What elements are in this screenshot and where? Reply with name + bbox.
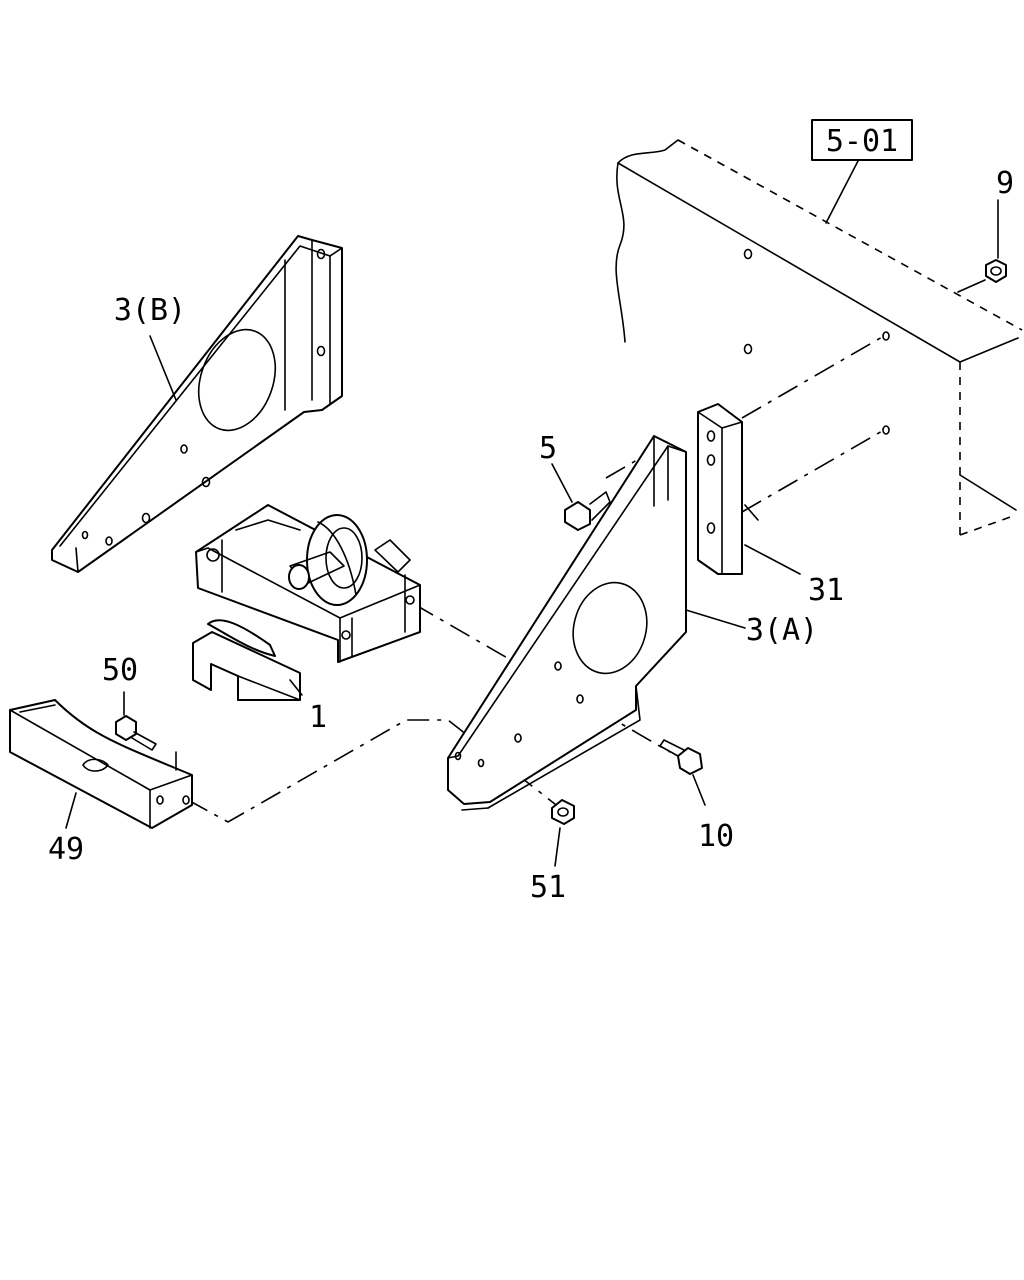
bracket-3b — [51, 235, 343, 573]
frame-rail — [615, 139, 1023, 536]
label-part-51: 51 — [530, 870, 566, 905]
label-part-3b: 3(B) — [114, 293, 186, 328]
label-part-9: 9 — [996, 166, 1014, 201]
bolt-10 — [659, 739, 706, 806]
nut-51 — [551, 799, 575, 867]
bracket-3a — [447, 435, 746, 811]
part-labels: 9 3(B) 5 31 3(A) 1 50 10 49 51 — [48, 166, 1014, 905]
bolt-50 — [115, 691, 157, 751]
label-part-5: 5 — [539, 431, 557, 466]
label-part-1: 1 — [309, 700, 327, 735]
spacer-plate-31 — [697, 403, 801, 575]
reference-box-label: 5-01 — [826, 124, 898, 159]
guard-49 — [9, 699, 193, 829]
label-part-50: 50 — [102, 653, 138, 688]
label-part-10: 10 — [698, 819, 734, 854]
winch-assembly-1 — [192, 504, 421, 701]
bolt-5 — [551, 463, 611, 531]
nut-9 — [985, 199, 1007, 283]
reference-box: 5-01 — [811, 119, 913, 224]
label-part-3a: 3(A) — [746, 613, 818, 648]
label-part-31: 31 — [808, 573, 844, 608]
label-part-49: 49 — [48, 832, 84, 867]
